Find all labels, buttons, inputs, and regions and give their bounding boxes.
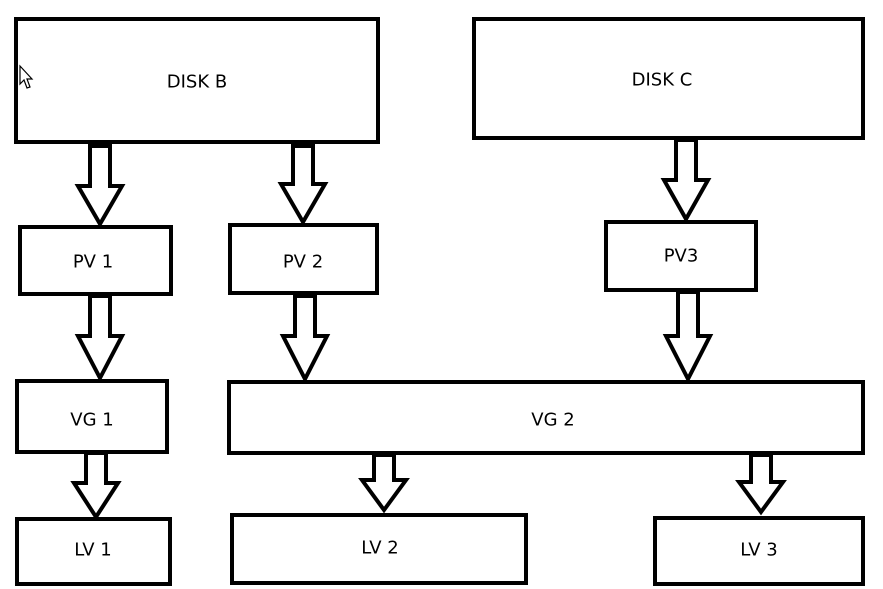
node-pv2: PV 2 xyxy=(228,223,379,295)
arrow-disk-c-to-pv3 xyxy=(660,138,712,224)
arrow-disk-b-to-pv1 xyxy=(74,144,126,228)
node-label: LV 2 xyxy=(361,538,399,559)
arrow-pv2-to-vg2 xyxy=(279,294,331,384)
node-lv1: LV 1 xyxy=(15,517,172,586)
arrow-pv3-to-vg2 xyxy=(662,290,714,384)
node-label: LV 1 xyxy=(74,540,112,561)
node-vg2: VG 2 xyxy=(227,380,865,455)
node-disk-b: DISK B xyxy=(14,17,380,144)
node-disk-c: DISK C xyxy=(472,17,865,140)
arrow-disk-b-to-pv2 xyxy=(277,144,329,226)
node-label: PV3 xyxy=(664,246,699,267)
arrow-pv1-to-vg1 xyxy=(74,294,126,383)
node-label: VG 1 xyxy=(70,410,113,431)
node-label: DISK B xyxy=(167,72,227,93)
arrow-vg2-to-lv3 xyxy=(735,453,787,516)
node-label: LV 3 xyxy=(740,540,778,561)
node-label: PV 1 xyxy=(73,252,113,273)
node-vg1: VG 1 xyxy=(15,379,169,454)
node-pv3: PV3 xyxy=(604,220,758,292)
mouse-pointer-icon xyxy=(19,64,34,89)
node-lv3: LV 3 xyxy=(653,516,865,586)
node-label: PV 2 xyxy=(283,252,323,273)
arrow-vg1-to-lv1 xyxy=(70,451,122,521)
arrow-vg2-to-lv2 xyxy=(358,453,410,514)
node-pv1: PV 1 xyxy=(18,225,173,296)
node-label: VG 2 xyxy=(531,410,574,431)
node-label: DISK C xyxy=(632,70,693,91)
node-lv2: LV 2 xyxy=(230,513,528,585)
arrows xyxy=(70,138,787,521)
